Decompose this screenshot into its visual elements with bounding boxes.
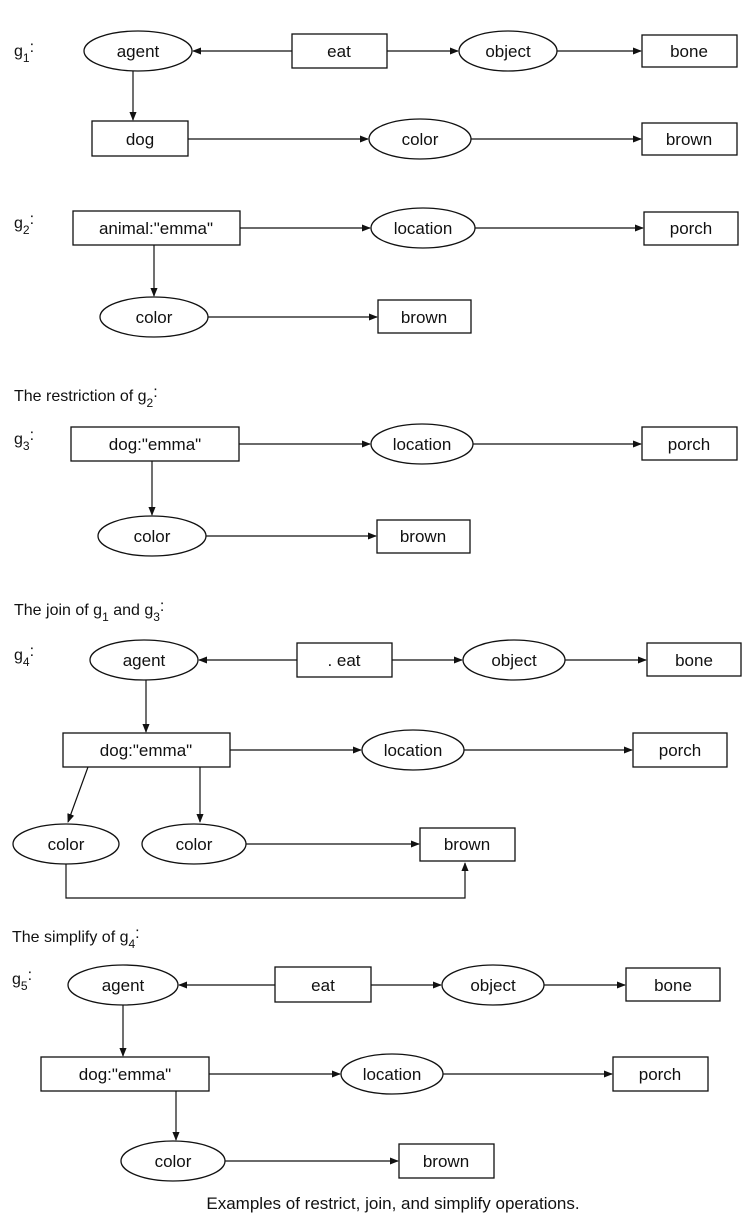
concept-eat-label: . eat [327,651,360,670]
concept-dog-emma [40,1056,210,1092]
graph-label-g2: g2: [14,211,34,237]
relation-location-label: location [393,435,452,454]
concept-porch-label: porch [659,741,702,760]
relation-location-label: location [394,219,453,238]
concept-brown-label: brown [400,527,446,546]
graph-g1: g1: agent eat object bone dog color brow… [14,30,738,160]
concept-porch [632,732,728,768]
relation-color-label: color [155,1152,192,1171]
concept-eat-label: eat [327,42,351,61]
concept-bone [641,34,738,68]
concept-dog-emma-label: dog:"emma" [79,1065,171,1084]
figure-caption: Examples of restrict, join, and simplify… [206,1194,579,1213]
concept-brown-label: brown [666,130,712,149]
concept-brown-label: brown [401,308,447,327]
relation-location-label: location [363,1065,422,1084]
concept-brown [377,299,472,334]
relation-agent [89,639,199,681]
graph-label-g1: g1: [14,39,34,65]
heading-join: The join of g1 and g3: [14,598,164,624]
concept-brown-label: brown [444,835,490,854]
concept-bone-label: bone [675,651,713,670]
relation-color-label: color [136,308,173,327]
relation-object-label: object [491,651,537,670]
concept-bone [625,967,721,1002]
graph-label-g5: g5: [12,967,32,993]
graph-g4: The join of g1 and g3: g4: agent . eat o… [12,598,742,899]
graph-g5: The simplify of g4: g5: agent eat object… [12,925,721,1182]
concept-porch-label: porch [639,1065,682,1084]
heading-restriction: The restriction of g2: [14,384,158,410]
concept-animal-emma [72,210,241,246]
concept-eat-label: eat [311,976,335,995]
graph-label-g4: g4: [14,643,34,669]
concept-porch [643,211,739,246]
concept-brown-label: brown [423,1152,469,1171]
concept-brown [419,827,516,862]
edge-dog-color-1 [67,766,89,823]
concept-bone [646,642,742,677]
concept-porch-label: porch [670,219,713,238]
graph-g3: The restriction of g2: g3: dog:"emma" lo… [14,384,738,557]
concept-dog-label: dog [126,130,154,149]
concept-dog-emma-label: dog:"emma" [100,741,192,760]
concept-brown [376,519,471,554]
relation-agent-label: agent [117,42,160,61]
concept-brown [398,1143,495,1179]
concept-bone-label: bone [670,42,708,61]
concept-bone-label: bone [654,976,692,995]
relation-object-label: object [470,976,516,995]
concept-porch [641,426,738,461]
concept-dog-emma [70,426,240,462]
concept-porch-label: porch [668,435,711,454]
relation-agent [83,30,193,72]
heading-simplify: The simplify of g4: [12,925,140,951]
concept-eat [296,642,393,678]
relation-color-label: color [134,527,171,546]
relation-color-label: color [402,130,439,149]
concept-animal-emma-label: animal:"emma" [99,219,213,238]
concept-dog-emma [62,732,231,768]
relation-agent-label: agent [123,651,166,670]
relation-color-2-label: color [176,835,213,854]
relation-object-label: object [485,42,531,61]
relation-color-1-label: color [48,835,85,854]
relation-location-label: location [384,741,443,760]
concept-dog-emma-label: dog:"emma" [109,435,201,454]
concept-brown [641,122,738,156]
graph-g2: g2: animal:"emma" location porch color b… [14,207,739,338]
concept-porch [612,1056,709,1092]
edge-color-1-brown [65,862,469,899]
relation-agent-label: agent [102,976,145,995]
graph-label-g3: g3: [14,427,34,453]
concept-eat [291,33,388,69]
